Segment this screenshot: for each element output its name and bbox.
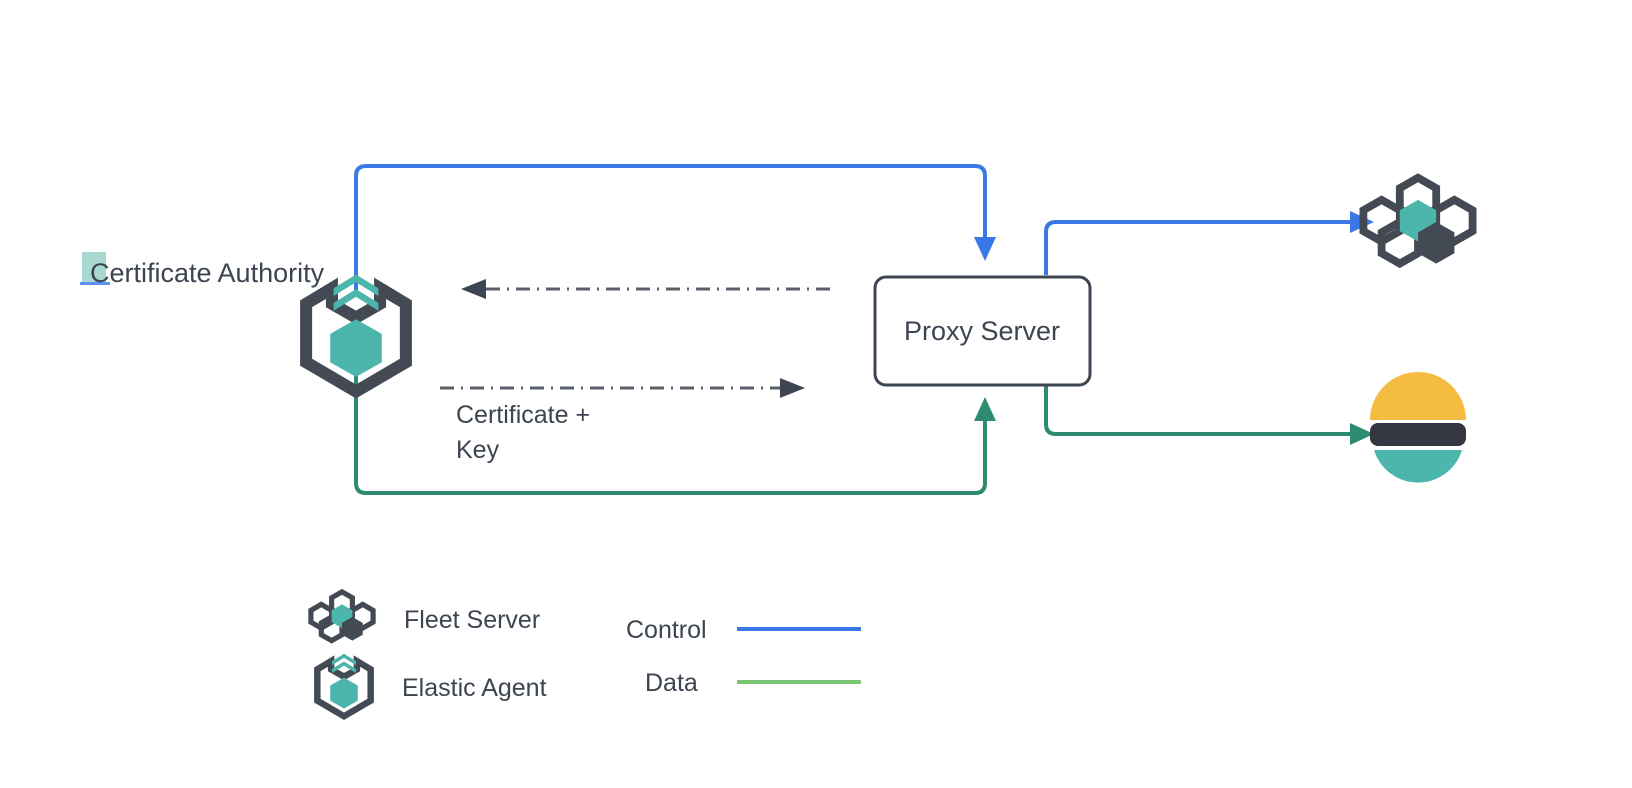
legend-elastic-agent-icon — [314, 653, 374, 721]
text-selection-highlight — [82, 252, 106, 285]
legend: Fleet Server Elastic Agent Control Data — [308, 588, 861, 721]
proxy-server-box[interactable] — [873, 275, 1092, 387]
edge-control-proxy-to-fleet — [1044, 211, 1374, 275]
certificate-authority-node: Certificate Authority — [80, 252, 325, 288]
edge-label-certificate-line2: Key — [456, 436, 500, 464]
edge-cert-request-to-proxy: Certificate + Key — [440, 378, 805, 464]
edge-label-certificate-line1: Certificate + — [456, 401, 590, 429]
legend-data-label: Data — [645, 669, 698, 697]
certificate-authority-label: Certificate Authority — [90, 258, 325, 288]
legend-fleet-server-label: Fleet Server — [404, 606, 540, 634]
legend-elastic-agent-label: Elastic Agent — [402, 674, 547, 702]
legend-control-label: Control — [626, 616, 707, 644]
edge-data-agent-to-proxy — [354, 372, 996, 495]
proxy-server-node[interactable]: Proxy Server — [873, 275, 1092, 387]
elasticsearch-dark-bar — [1370, 423, 1466, 446]
elasticsearch-yellow-arc — [1370, 372, 1466, 420]
edge-data-proxy-to-elasticsearch — [1044, 385, 1374, 445]
elasticsearch-teal-arc — [1374, 450, 1462, 483]
proxy-server-label: Proxy Server — [904, 316, 1060, 346]
legend-fleet-server-icon — [308, 588, 376, 644]
edge-control-agent-to-proxy — [354, 164, 996, 292]
text-selection-underline — [80, 282, 110, 285]
elastic-agent-icon — [300, 274, 412, 399]
elasticsearch-icon — [1370, 372, 1466, 483]
fleet-server-icon — [1359, 173, 1477, 269]
